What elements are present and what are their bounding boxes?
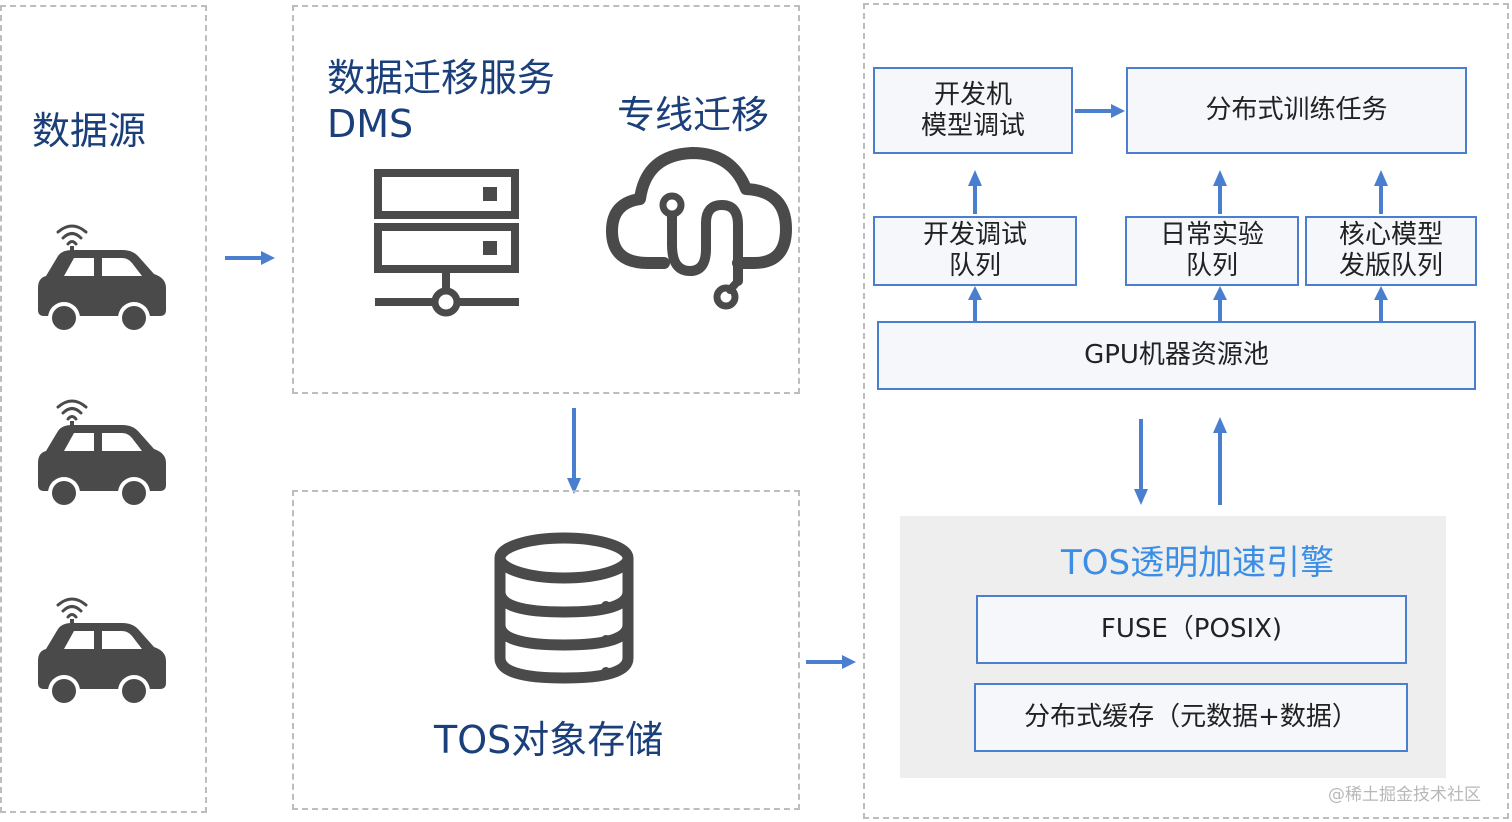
arrow-up-icon: [1213, 170, 1227, 214]
gpu-pool-box: GPU机器资源池: [877, 321, 1476, 390]
queue-line1: 日常实验: [1159, 220, 1264, 250]
fuse-posix-box: FUSE（POSIX): [976, 595, 1407, 664]
cluster-panel: [863, 3, 1509, 819]
connected-car-icon: [38, 597, 166, 707]
arrow-down-icon: [567, 408, 581, 494]
connected-car-icon: [38, 224, 166, 334]
distributed-cache-label: 分布式缓存（元数据+数据）: [1024, 702, 1358, 732]
cloud-icon: [606, 147, 792, 310]
server-icon: [374, 169, 519, 317]
dev-machine-line2: 模型调试: [920, 110, 1025, 141]
connected-car-icon: [38, 399, 166, 509]
migration-title-line2: DMS: [327, 102, 414, 146]
object-storage-title: TOS对象存储: [434, 718, 664, 762]
migration-title-line1: 数据迁移服务: [327, 56, 556, 100]
queue-line2: 队列: [948, 251, 1001, 281]
data-sources-panel: [0, 5, 207, 813]
migration-panel: [292, 5, 800, 394]
arrow-up-icon: [1374, 286, 1388, 322]
dedicated-line-label: 专线迁移: [617, 93, 770, 137]
database-icon: [494, 532, 634, 684]
queue-line2: 队列: [1185, 251, 1238, 281]
queue-line1: 开发调试: [922, 220, 1027, 250]
arrow-right-icon: [225, 251, 275, 265]
acceleration-engine-title: TOS透明加速引擎: [1061, 543, 1335, 583]
distributed-training-label: 分布式训练任务: [1205, 95, 1388, 125]
watermark: @稀土掘金技术社区: [1328, 785, 1481, 805]
fuse-posix-label: FUSE（POSIX): [1100, 614, 1283, 644]
dev-machine-line1: 开发机: [933, 79, 1012, 110]
distributed-cache-box: 分布式缓存（元数据+数据）: [974, 683, 1408, 752]
distributed-training-box: 分布式训练任务: [1126, 67, 1467, 154]
migration-title: 数据迁移服务 DMS: [327, 55, 555, 147]
arrow-up-icon: [1213, 417, 1227, 505]
arrow-right-icon: [1075, 104, 1125, 118]
queue-line1: 核心模型: [1338, 220, 1443, 250]
gpu-pool-label: GPU机器资源池: [1084, 340, 1269, 370]
queue-line2: 发版队列: [1338, 251, 1443, 281]
arrow-up-icon: [1213, 286, 1227, 322]
arrow-up-icon: [968, 286, 982, 322]
core-model-release-queue-box: 核心模型 发版队列: [1305, 216, 1477, 286]
arrow-up-icon: [1374, 170, 1388, 214]
arrow-down-icon: [1134, 419, 1148, 505]
daily-experiment-queue-box: 日常实验 队列: [1125, 216, 1299, 286]
storage-panel: [292, 490, 800, 810]
arrow-up-icon: [968, 170, 982, 214]
data-sources-title: 数据源: [32, 109, 147, 153]
arrow-right-icon: [806, 655, 856, 669]
dev-debug-queue-box: 开发调试 队列: [873, 216, 1077, 286]
dev-machine-box: 开发机 模型调试: [873, 67, 1073, 154]
